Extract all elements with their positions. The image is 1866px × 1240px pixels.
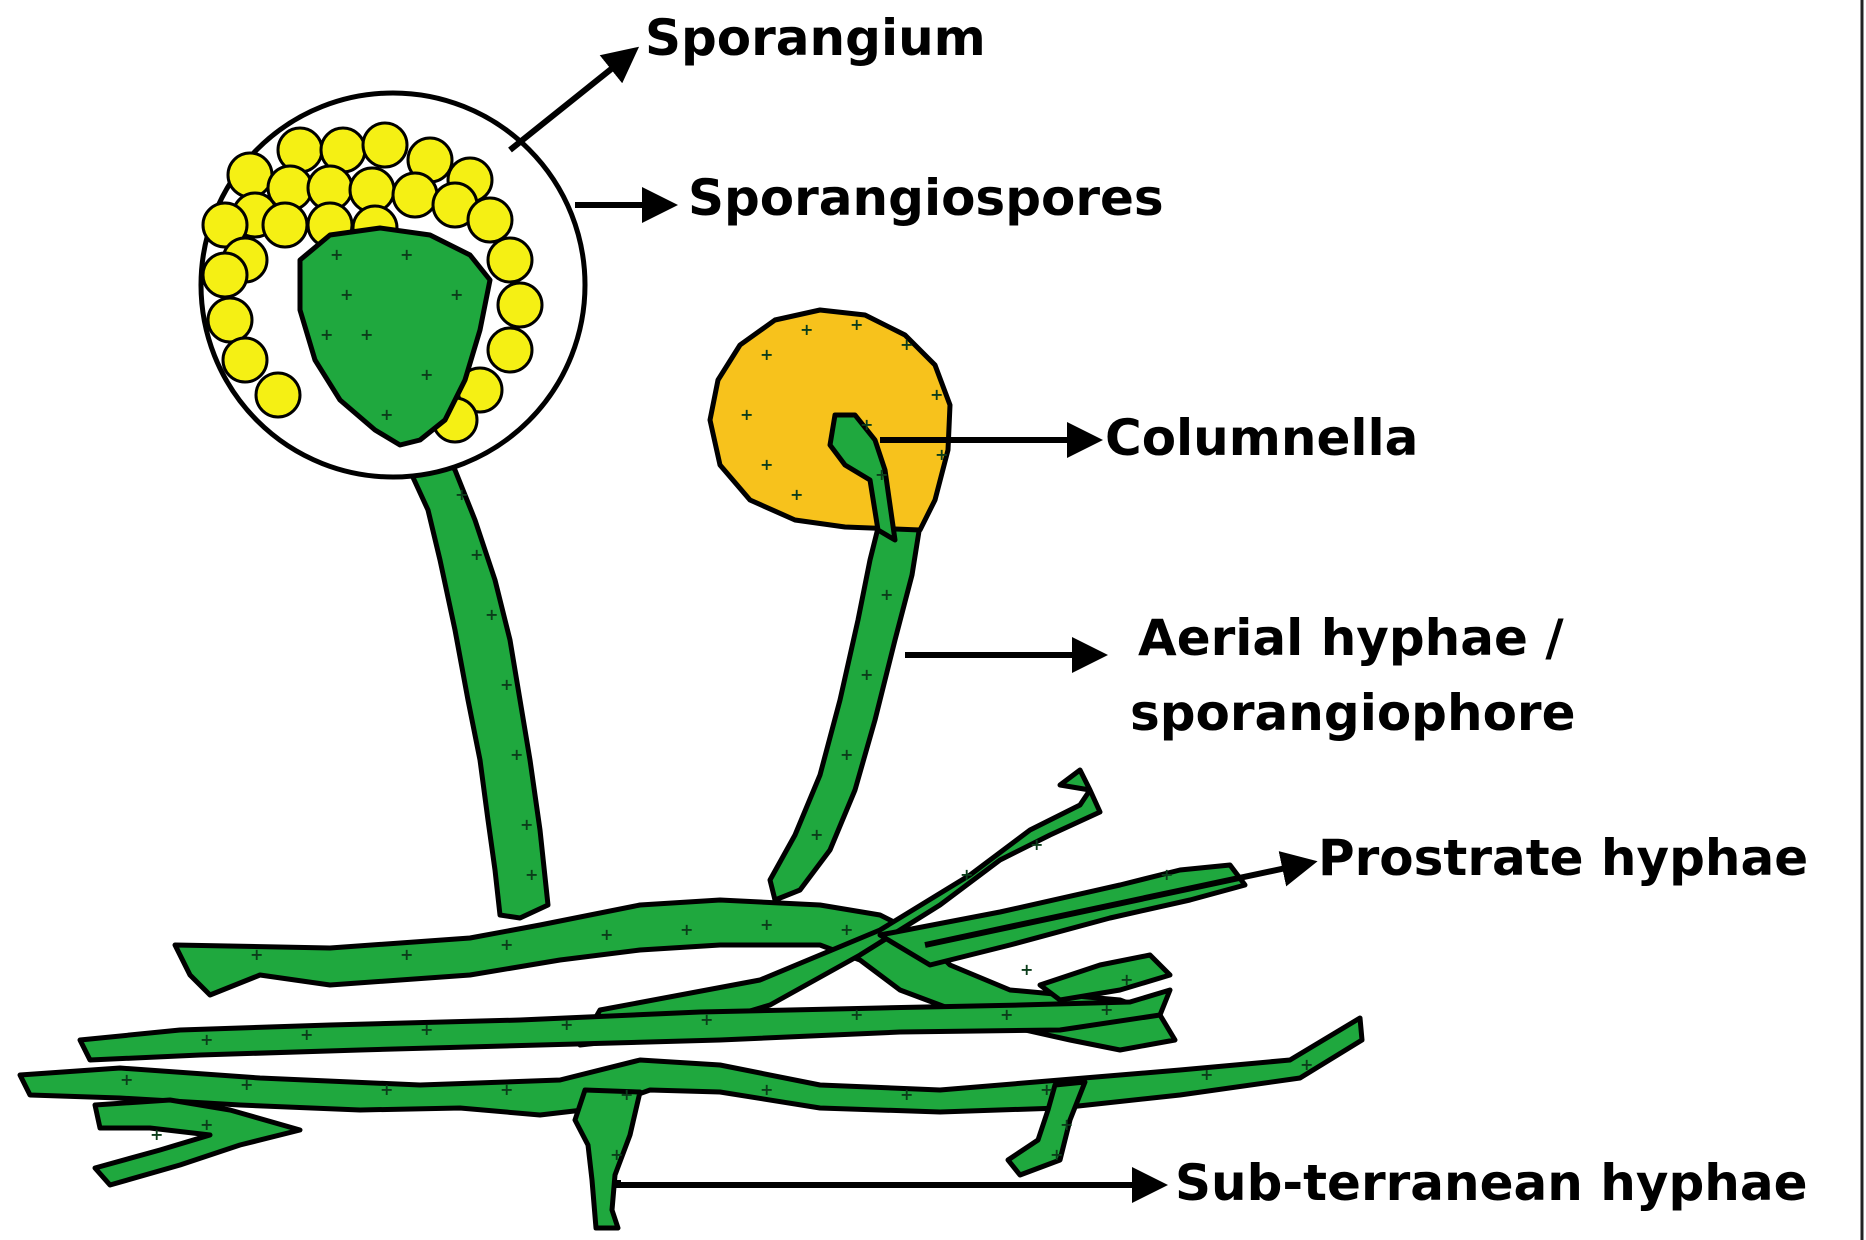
cytoplasm-dot: + bbox=[240, 1075, 253, 1094]
cytoplasm-dot: + bbox=[200, 1030, 213, 1049]
sporangiospore bbox=[363, 123, 407, 167]
cytoplasm-dot: + bbox=[900, 1085, 913, 1104]
sporangiospore bbox=[468, 198, 512, 242]
cytoplasm-dot: + bbox=[500, 935, 513, 954]
cytoplasm-dot: + bbox=[510, 745, 523, 764]
cytoplasm-dot: + bbox=[380, 405, 393, 424]
label-prostrate-hyphae: Prostrate hyphae bbox=[1318, 829, 1808, 887]
cytoplasm-dot: + bbox=[760, 915, 773, 934]
cytoplasm-dot: + bbox=[340, 285, 353, 304]
label-aerial-hyphae-1: Aerial hyphae / bbox=[1138, 609, 1564, 667]
cytoplasm-dot: + bbox=[610, 1145, 623, 1164]
cytoplasm-dot: + bbox=[810, 825, 823, 844]
label-sporangium: Sporangium bbox=[645, 9, 986, 67]
cytoplasm-dot: + bbox=[250, 945, 263, 964]
cytoplasm-dot: + bbox=[485, 605, 498, 624]
cytoplasm-dot: + bbox=[600, 925, 613, 944]
sporangiospore bbox=[393, 173, 437, 217]
cytoplasm-dot: + bbox=[320, 325, 333, 344]
right-sporangiophore bbox=[710, 310, 950, 900]
cytoplasm-dot: + bbox=[760, 1080, 773, 1099]
label-sporangiospores: Sporangiospores bbox=[688, 169, 1164, 227]
sporangiospore bbox=[223, 338, 267, 382]
cytoplasm-dot: + bbox=[960, 865, 973, 884]
cytoplasm-dot: + bbox=[760, 345, 773, 364]
cytoplasm-dot: + bbox=[800, 320, 813, 339]
cytoplasm-dot: + bbox=[1200, 1065, 1213, 1084]
cytoplasm-dot: + bbox=[420, 1020, 433, 1039]
cytoplasm-dot: + bbox=[200, 1115, 213, 1134]
cytoplasm-dot: + bbox=[790, 485, 803, 504]
sporangiospore bbox=[256, 373, 300, 417]
sporangiospore bbox=[203, 253, 247, 297]
cytoplasm-dot: + bbox=[930, 385, 943, 404]
cytoplasm-dot: + bbox=[455, 485, 468, 504]
cytoplasm-dot: + bbox=[1040, 1080, 1053, 1099]
cytoplasm-dot: + bbox=[860, 415, 873, 434]
subterranean-hyphae-arrow bbox=[618, 1180, 1150, 1185]
cytoplasm-dot: + bbox=[935, 445, 948, 464]
cytoplasm-dot: + bbox=[875, 465, 888, 484]
cytoplasm-dot: + bbox=[840, 745, 853, 764]
cytoplasm-dot: + bbox=[450, 285, 463, 304]
cytoplasm-dot: + bbox=[900, 335, 913, 354]
cytoplasm-dot: + bbox=[420, 365, 433, 384]
cytoplasm-dot: + bbox=[850, 315, 863, 334]
cytoplasm-dot: + bbox=[150, 1125, 163, 1144]
cytoplasm-dot: + bbox=[380, 1080, 393, 1099]
cytoplasm-dot: + bbox=[330, 245, 343, 264]
label-subterranean-hyphae: Sub-terranean hyphae bbox=[1175, 1154, 1808, 1212]
prostrate-strand-6 bbox=[95, 1100, 300, 1185]
cytoplasm-dot: + bbox=[400, 245, 413, 264]
cytoplasm-dot: + bbox=[300, 1025, 313, 1044]
cytoplasm-dot: + bbox=[360, 325, 373, 344]
cytoplasm-dot: + bbox=[1000, 1005, 1013, 1024]
sporangiospore bbox=[263, 203, 307, 247]
hyphae-network bbox=[20, 770, 1362, 1228]
cytoplasm-dot: + bbox=[1300, 1055, 1313, 1074]
cytoplasm-dot: + bbox=[740, 405, 753, 424]
cytoplasm-dot: + bbox=[620, 1085, 633, 1104]
left-stalk bbox=[405, 430, 548, 918]
cytoplasm-dot: + bbox=[525, 865, 538, 884]
cytoplasm-dot: + bbox=[500, 1080, 513, 1099]
cytoplasm-dot: + bbox=[850, 1005, 863, 1024]
cytoplasm-dot: + bbox=[760, 455, 773, 474]
cytoplasm-dot: + bbox=[1100, 1000, 1113, 1019]
cytoplasm-dot: + bbox=[520, 815, 533, 834]
sporangiospore bbox=[228, 153, 272, 197]
cytoplasm-dot: + bbox=[470, 545, 483, 564]
cytoplasm-dot: + bbox=[120, 1070, 133, 1089]
sporangiospore bbox=[488, 328, 532, 372]
right-stalk bbox=[770, 520, 920, 900]
cytoplasm-dot: + bbox=[1060, 1115, 1073, 1134]
cytoplasm-dot: + bbox=[1050, 1145, 1063, 1164]
sporangiospore bbox=[498, 283, 542, 327]
cytoplasm-dot: + bbox=[1030, 835, 1043, 854]
sporangiospore bbox=[488, 238, 532, 282]
label-aerial-hyphae-2: sporangiophore bbox=[1130, 684, 1575, 742]
cytoplasm-dot: + bbox=[560, 1015, 573, 1034]
sporangiospore bbox=[208, 298, 252, 342]
cytoplasm-dot: + bbox=[840, 920, 853, 939]
label-columnella: Columnella bbox=[1105, 409, 1418, 467]
cytoplasm-dot: + bbox=[680, 920, 693, 939]
cytoplasm-dot: + bbox=[880, 585, 893, 604]
sporangium-arrow bbox=[510, 58, 625, 150]
cytoplasm-dot: + bbox=[1160, 865, 1173, 884]
cytoplasm-dot: + bbox=[500, 675, 513, 694]
cytoplasm-dot: + bbox=[860, 665, 873, 684]
left-sporangiophore bbox=[201, 93, 585, 918]
subterranean-root bbox=[575, 1090, 640, 1228]
cytoplasm-dot: + bbox=[1120, 970, 1133, 989]
cytoplasm-dot: + bbox=[700, 1010, 713, 1029]
cytoplasm-dot: + bbox=[1020, 960, 1033, 979]
cytoplasm-dot: + bbox=[400, 945, 413, 964]
